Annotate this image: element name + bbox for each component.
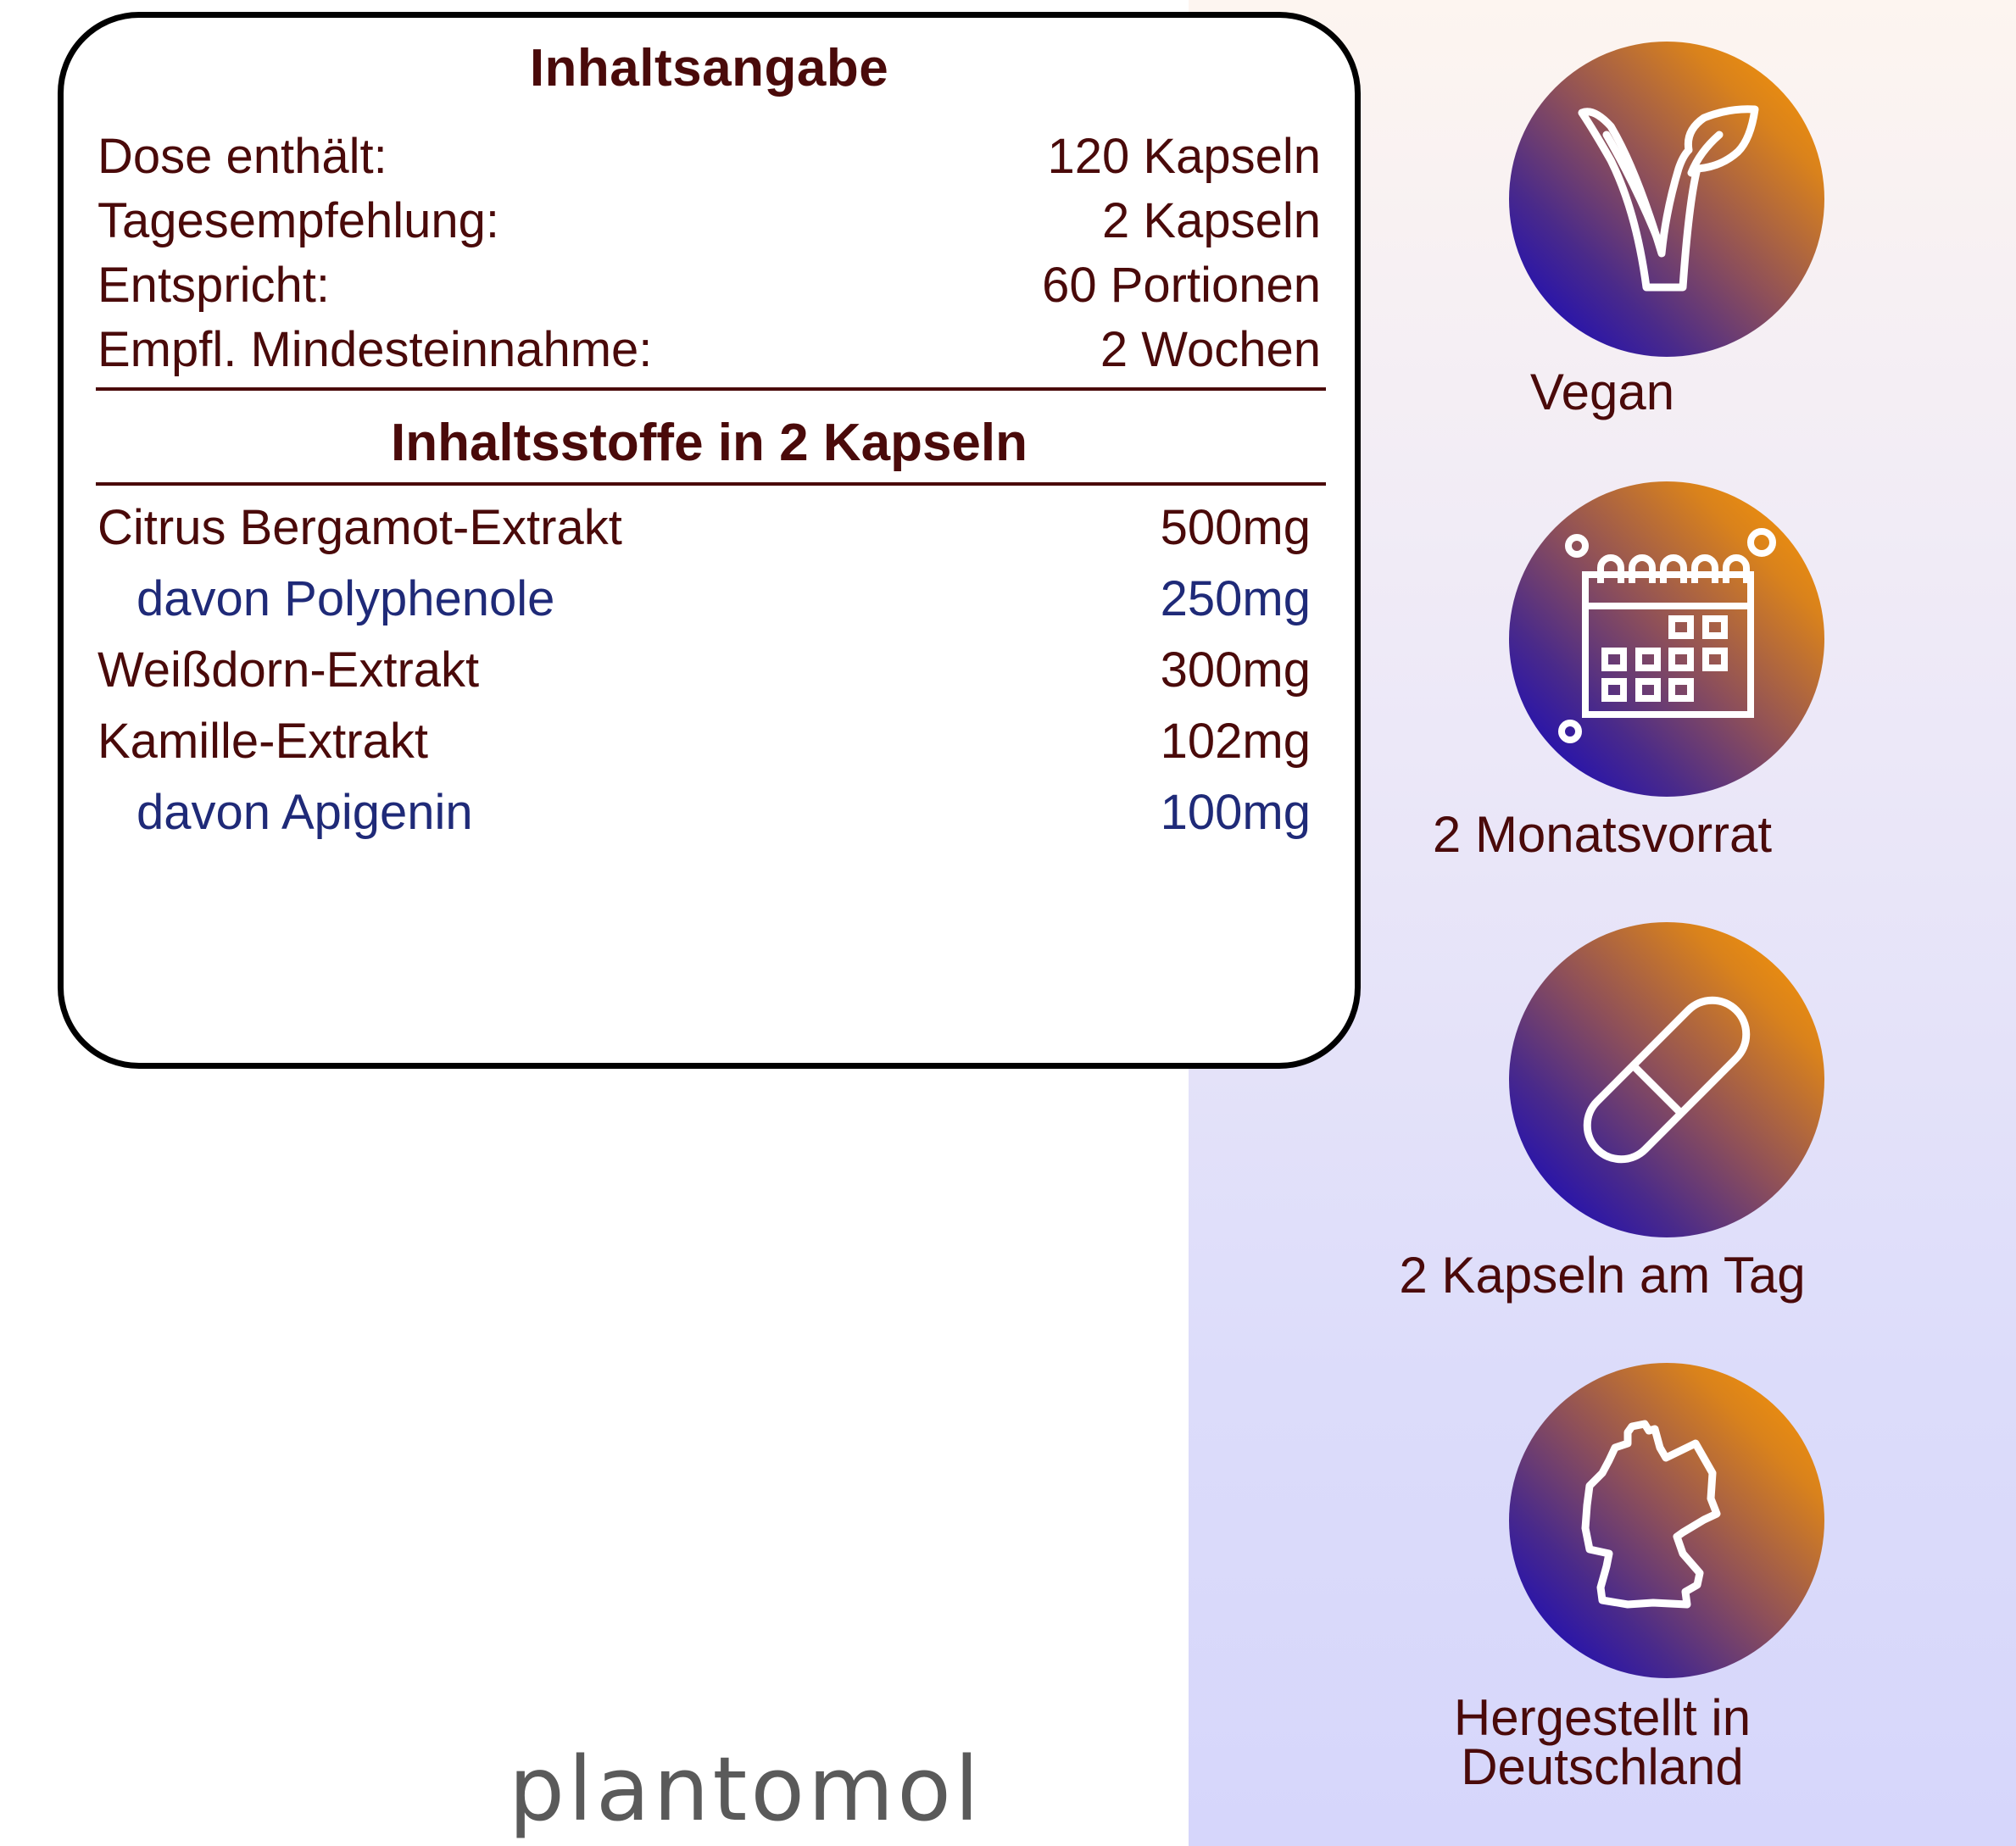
- nutrition-info-box: Inhaltsangabe Dose enthält: 120 Kapseln …: [58, 12, 1361, 1069]
- badge-label: 2 Kapseln am Tag: [1399, 1247, 1806, 1304]
- badge-made-in-germany: Hergestellt in Deutschland: [1189, 1322, 2016, 1846]
- badge-daily-dose: 2 Kapseln am Tag: [1189, 881, 2016, 1322]
- ingredient-amount: 100mg: [1160, 785, 1311, 840]
- badge-monthly-supply: 2 Monatsvorrat: [1189, 441, 2016, 881]
- badge-label-line2: Deutschland: [1461, 1738, 1744, 1795]
- summary-value: 2 Wochen: [1100, 322, 1321, 377]
- calendar-icon: [1509, 481, 1824, 797]
- summary-label: Entspricht:: [97, 258, 330, 313]
- badge-vegan: Vegan: [1189, 0, 2016, 441]
- summary-row: Dose enthält: 120 Kapseln: [97, 128, 1321, 192]
- summary-label: Dose enthält:: [97, 129, 387, 184]
- ingredient-amount: 500mg: [1160, 500, 1311, 555]
- summary-row: Entspricht: 60 Portionen: [97, 257, 1321, 321]
- summary-label: Empfl. Mindesteinnahme:: [97, 322, 653, 377]
- ingredient-name: Weißdorn-Extrakt: [97, 642, 480, 698]
- ingredient-amount: 250mg: [1160, 571, 1311, 626]
- capsule-icon: [1509, 922, 1824, 1237]
- divider: [96, 482, 1326, 486]
- summary-row: Empfl. Mindesteinnahme: 2 Wochen: [97, 321, 1321, 386]
- ingredient-row: Weißdorn-Extrakt 300mg: [97, 642, 1311, 709]
- summary-label: Tagesempfehlung:: [97, 193, 499, 248]
- ingredient-subrow: davon Apigenin 100mg: [97, 784, 1311, 852]
- ingredient-name: Citrus Bergamot-Extrakt: [97, 500, 622, 555]
- vegan-leaf-icon: [1509, 42, 1824, 357]
- badge-label: Vegan: [1529, 364, 1675, 420]
- badge-label-line1: Hergestellt in: [1453, 1689, 1751, 1746]
- ingredient-amount: 300mg: [1160, 642, 1311, 698]
- germany-map-icon: [1509, 1363, 1824, 1678]
- brand-logo: plantomol: [509, 1738, 983, 1841]
- summary-value: 60 Portionen: [1042, 258, 1321, 313]
- summary-value: 120 Kapseln: [1047, 129, 1321, 184]
- badge-label: 2 Monatsvorrat: [1432, 806, 1773, 863]
- ingredient-row: Citrus Bergamot-Extrakt 500mg: [97, 499, 1311, 567]
- ingredient-name: davon Polyphenole: [136, 571, 555, 626]
- ingredient-amount: 102mg: [1160, 714, 1311, 769]
- ingredient-name: davon Apigenin: [136, 785, 473, 840]
- ingredient-row: Kamille-Extrakt 102mg: [97, 713, 1311, 781]
- info-box-title: Inhaltsangabe: [529, 39, 889, 97]
- summary-value: 2 Kapseln: [1102, 193, 1321, 248]
- ingredients-title: Inhaltsstoffe in 2 Kapseln: [390, 414, 1028, 472]
- divider: [96, 387, 1326, 391]
- summary-row: Tagesempfehlung: 2 Kapseln: [97, 192, 1321, 257]
- ingredient-name: Kamille-Extrakt: [97, 714, 428, 769]
- ingredient-subrow: davon Polyphenole 250mg: [97, 570, 1311, 638]
